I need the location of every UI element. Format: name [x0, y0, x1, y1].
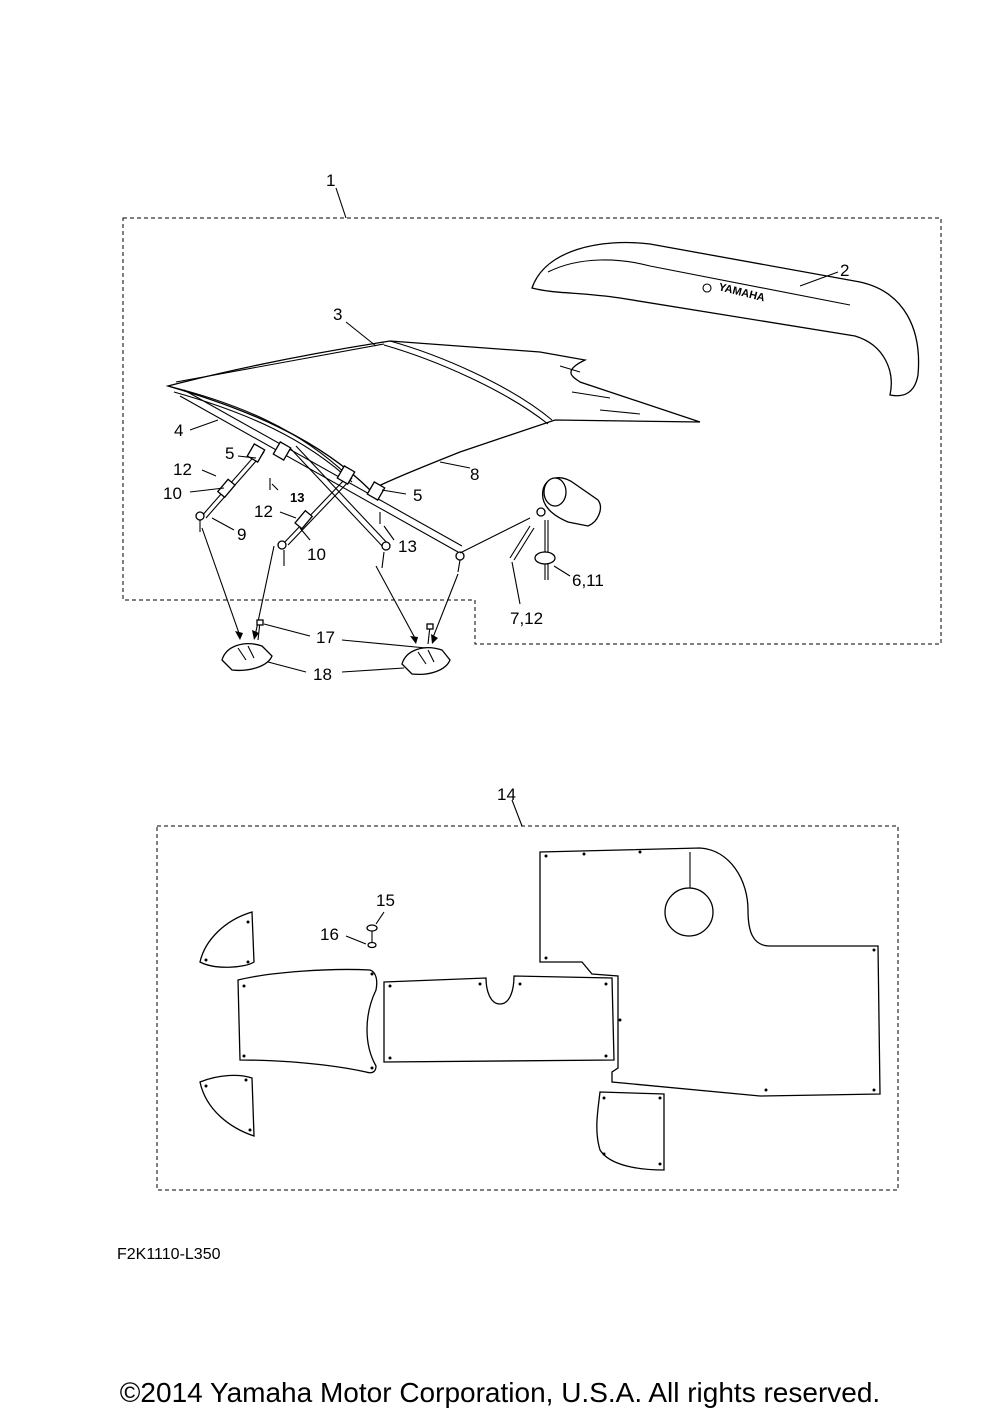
mat-bow-center [237, 968, 378, 1074]
mat-helm-cutout [664, 887, 714, 937]
callout-10-left: 10 [163, 484, 182, 503]
mat-helm-right [539, 847, 881, 1097]
tower-pad-part: YAMAHA [531, 241, 920, 397]
frame-bows [179, 389, 465, 573]
mat-bow-left-lower [199, 1074, 255, 1137]
callout-12-right: 12 [254, 502, 273, 521]
callout-2: 2 [840, 261, 849, 280]
callout-4: 4 [174, 421, 183, 440]
snap-fastener-part [345, 911, 385, 949]
mat-bow-left [199, 911, 255, 968]
copyright-notice: ©2014 Yamaha Motor Corporation, U.S.A. A… [119, 1377, 881, 1408]
callout-13-left: 13 [290, 490, 304, 505]
mat-center-long [383, 975, 615, 1063]
callout-3: 3 [333, 305, 342, 324]
mounting-arrows [201, 517, 531, 644]
mat-rear-small [596, 1091, 665, 1171]
deck-hinges-part [221, 619, 451, 676]
callout-5-right: 5 [413, 486, 422, 505]
callout-6-11: 6,11 [572, 571, 604, 590]
hinge-fitting-part [509, 477, 602, 580]
callout-1: 1 [326, 171, 335, 190]
callout-7-12: 7,12 [510, 609, 543, 628]
callout-14: 14 [497, 785, 516, 804]
callout-18: 18 [313, 665, 332, 684]
diagram-code: F2K1110-L350 [117, 1246, 221, 1263]
mat-screw-holes [204, 850, 876, 1166]
yamaha-tuning-fork-icon [702, 283, 712, 293]
callout-5-left: 5 [225, 444, 234, 463]
callout-17: 17 [316, 628, 335, 647]
top-leader-lines [189, 187, 839, 673]
canopy-part [165, 340, 701, 491]
callout-8: 8 [470, 465, 479, 484]
callout-13-right: 13 [398, 537, 417, 556]
callout-9: 9 [237, 525, 246, 544]
callout-15: 15 [376, 891, 395, 910]
callout-10-right: 10 [307, 545, 326, 564]
assembly-1-boundary [122, 217, 942, 645]
callout-16: 16 [320, 925, 339, 944]
top-assembly: YAMAHA [122, 171, 942, 684]
mat-assembly: 14 15 16 [156, 785, 899, 1191]
callout-12-left: 12 [173, 460, 192, 479]
